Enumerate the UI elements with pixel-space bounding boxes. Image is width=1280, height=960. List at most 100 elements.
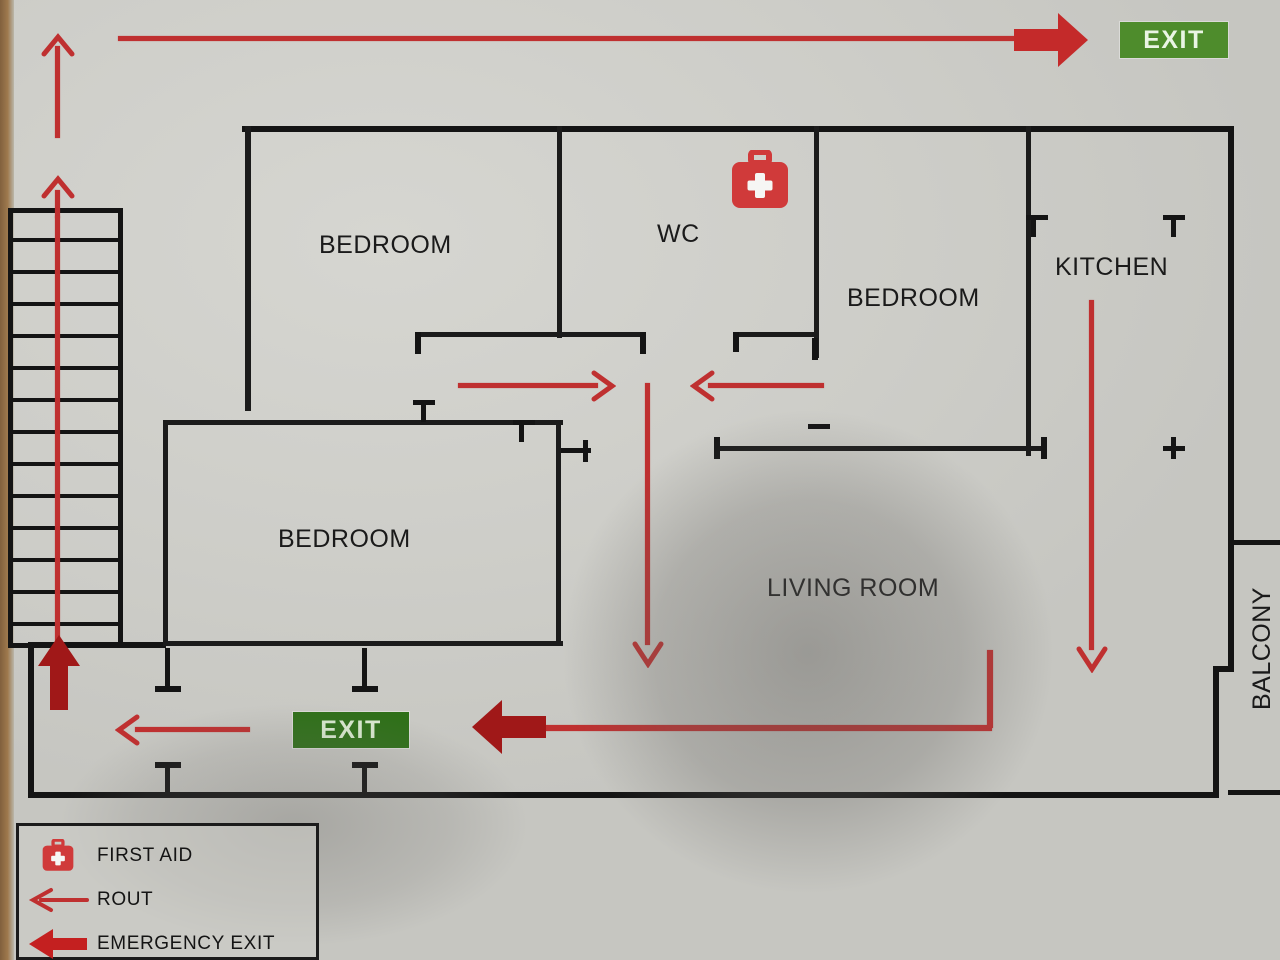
stair-step (8, 270, 123, 274)
stair-step (8, 622, 123, 626)
door-jamb-bedroom-ll-right-side-cap (583, 440, 588, 462)
legend: FIRST AID ROUT EMERGENCY EXIT (16, 823, 319, 960)
door-jamb-corridor-upper-right (362, 648, 367, 692)
photo-shadow-overlay (560, 400, 1180, 960)
room-label-bedroom-top-left: BEDROOM (319, 231, 452, 259)
route-arrow-exit-left-shaft (135, 727, 250, 732)
door-jamb-wc-left (733, 332, 739, 352)
wall-outer-bottom (28, 792, 1219, 798)
door-jamb-corridor-lower-right-cap (352, 762, 378, 768)
staircase-icon (8, 208, 123, 648)
legend-item-first-aid-label: FIRST AID (97, 845, 193, 866)
exit-sign-top-right[interactable]: EXIT (1120, 22, 1228, 58)
route-arrow-hall-center-down-head (632, 640, 664, 668)
wall-outer-right-step (1213, 666, 1234, 672)
door-jamb-bedroom-ll-right-side (561, 448, 591, 453)
route-line-bottom-corridor (540, 725, 992, 731)
route-line-bottom-corridor-riser (987, 650, 993, 728)
legend-item-first-aid: FIRST AID (19, 834, 316, 878)
thick-left-arrow-icon (19, 928, 97, 960)
door-jamb-kitchen-left-upper (1026, 215, 1048, 220)
stair-step (8, 238, 123, 242)
wall-outer-left (28, 642, 34, 798)
stair-step (8, 430, 123, 434)
stair-step (8, 590, 123, 594)
door-jamb-corridor-upper-left-cap (155, 686, 181, 692)
route-arrow-left-outer-up-shaft (55, 46, 60, 138)
wall-outer-top (242, 126, 1234, 132)
wall-bedroom-ll-top (163, 420, 563, 425)
wall-wc-bedroom-tr-divider (814, 126, 819, 358)
staircase-frame (8, 208, 123, 648)
first-aid-kit-icon (730, 150, 790, 212)
wall-bedroom-tl-bottom (418, 332, 646, 337)
wall-bedroom-ll-left (163, 420, 168, 646)
exit-sign-top-right-label: EXIT (1143, 25, 1205, 54)
route-arrow-hall-left-shaft (708, 383, 824, 388)
wall-outer-right-upper (1228, 126, 1234, 672)
door-jamb-kitchen-left-upper-cap (1031, 215, 1036, 237)
stair-step (8, 494, 123, 498)
door-jamb-bedroom-tl-bottom-right (640, 332, 646, 354)
wall-bedroom-ll-bottom (163, 641, 563, 646)
emergency-exit-arrow-stairs-up (37, 634, 81, 710)
door-jamb-kitchen-right-upper-cap (1171, 215, 1176, 237)
route-arrow-exit-left-head (115, 714, 141, 746)
route-arrow-left-inner-up-head (41, 175, 75, 199)
wall-balcony-bottom (1228, 790, 1280, 795)
legend-item-emergency-exit-label: EMERGENCY EXIT (97, 933, 276, 954)
door-jamb-corridor-lower-left-cap (155, 762, 181, 768)
room-label-living-room: LIVING ROOM (767, 574, 940, 602)
room-label-balcony: BALCONY (1248, 587, 1276, 710)
wall-corridor-top-left (28, 642, 166, 648)
wall-bedroom-tl-wc-divider (557, 126, 562, 338)
stair-step (8, 558, 123, 562)
room-label-bedroom-top-right: BEDROOM (847, 284, 980, 312)
thin-left-arrow-icon (19, 887, 97, 913)
door-jamb-bedroom-tl-bottom-left (415, 332, 421, 354)
wall-bedroom-tl-left (245, 126, 251, 411)
exit-sign-bottom-corridor-label: EXIT (320, 715, 382, 744)
exit-sign-bottom-corridor[interactable]: EXIT (293, 712, 409, 748)
wall-wc-bottom (735, 332, 819, 337)
legend-item-emergency-exit: EMERGENCY EXIT (19, 922, 316, 960)
door-jamb-bedroom-ll-top-b (513, 420, 535, 425)
emergency-exit-arrow-top-right (1014, 11, 1090, 69)
wall-kitchen-divider (1026, 126, 1031, 456)
route-arrow-hall-right-shaft (458, 383, 598, 388)
door-jamb-kitchen-right-lower-cap (1171, 437, 1176, 459)
route-arrow-hall-center-down-shaft (645, 383, 650, 645)
stair-step (8, 366, 123, 370)
route-arrow-kitchen-down-shaft (1089, 300, 1094, 650)
door-jamb-bedroom-tr-top (808, 424, 830, 429)
room-label-wc: WC (657, 220, 700, 248)
legend-item-rout-label: ROUT (97, 889, 154, 910)
door-jamb-corridor-upper-right-cap (352, 686, 378, 692)
wall-outer-right-lower (1213, 666, 1219, 796)
door-jamb-bedroom-tr-right (1041, 437, 1047, 459)
legend-item-rout: ROUT (19, 878, 316, 922)
wall-bedroom-ll-right (556, 420, 561, 646)
door-jamb-bedroom-tr-left (714, 437, 720, 459)
route-arrow-hall-right-head (590, 370, 616, 402)
stair-step (8, 302, 123, 306)
door-jamb-corridor-upper-left (165, 648, 170, 692)
stair-step (8, 526, 123, 530)
route-arrow-hall-left-head (690, 370, 716, 402)
first-aid-kit-icon (19, 839, 97, 873)
stair-step (8, 334, 123, 338)
route-arrow-kitchen-down-head (1076, 645, 1108, 673)
door-jamb-bedroom-ll-top-b-cap (519, 420, 524, 442)
door-jamb-corridor-lower-left (165, 762, 170, 796)
room-label-bedroom-lower-left: BEDROOM (278, 525, 411, 553)
door-jamb-wc-right (812, 338, 818, 360)
room-label-kitchen: KITCHEN (1055, 253, 1169, 281)
wall-balcony-top (1228, 540, 1280, 545)
stair-step (8, 398, 123, 402)
route-arrow-left-inner-up-shaft (55, 190, 60, 218)
stair-step (8, 462, 123, 466)
door-jamb-corridor-lower-right (362, 762, 367, 796)
door-jamb-bedroom-ll-top-a-cap (421, 400, 426, 422)
wall-bedroom-tr-bottom (716, 446, 1047, 451)
